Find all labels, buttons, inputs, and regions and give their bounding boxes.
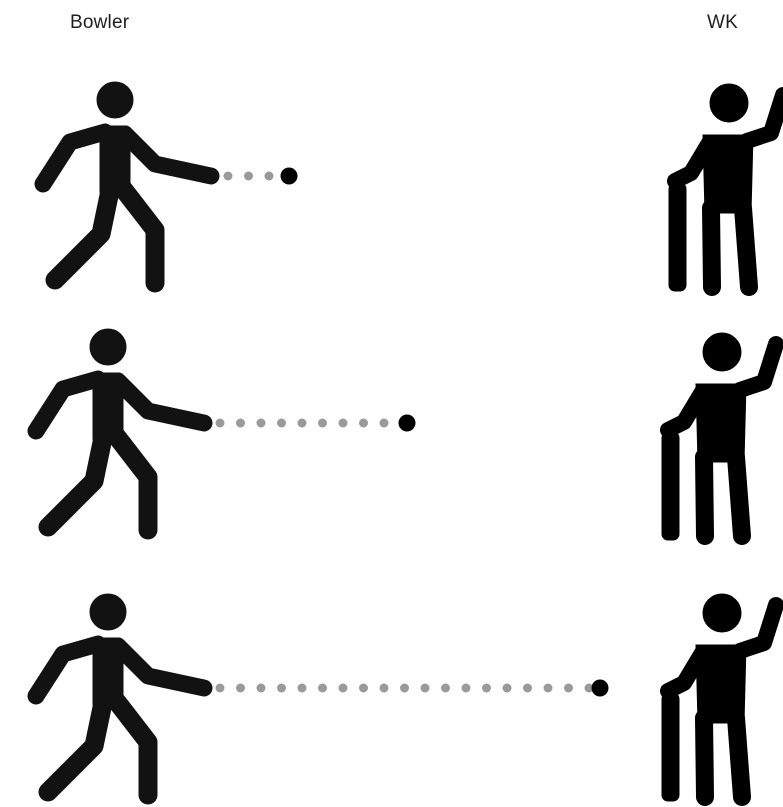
trail-dot: [215, 418, 225, 428]
bowler-icon: [43, 82, 211, 283]
trail-dot: [318, 418, 327, 428]
trail-dot: [277, 683, 286, 693]
trail-dot: [420, 683, 430, 693]
delivery-row-short-delivery: [43, 82, 783, 291]
trail-dot: [215, 683, 225, 693]
trail-dot: [379, 683, 389, 693]
wicketkeeper-icon: [662, 594, 776, 801]
trail-dot: [543, 683, 553, 693]
trail-dot: [264, 171, 274, 181]
bowler-icon: [36, 329, 204, 530]
trail-dot: [236, 683, 245, 693]
trail-dot: [256, 418, 266, 428]
trail-dot: [318, 683, 327, 693]
trail-dot: [338, 683, 348, 693]
trail-dot: [297, 683, 307, 693]
trail-dot: [256, 683, 266, 693]
trail-dot: [379, 418, 389, 428]
wicketkeeper-label: WK: [707, 12, 739, 33]
trail-dot: [359, 683, 368, 693]
bowler-icon: [36, 594, 204, 795]
trail-dot: [584, 683, 594, 693]
trail-dot: [223, 171, 233, 181]
delivery-row-medium-delivery: [36, 329, 776, 540]
trail-dot: [400, 683, 409, 693]
trail-dot: [482, 683, 491, 693]
delivery-row-long-delivery: [36, 594, 776, 801]
trail-dot: [236, 418, 245, 428]
ball-icon: [591, 679, 609, 697]
trail-dot: [359, 418, 368, 428]
wicketkeeper-icon: [662, 333, 776, 540]
trail-dot: [564, 683, 573, 693]
bowler-label: Bowler: [70, 12, 130, 33]
rows-layer: [36, 82, 783, 801]
trail-dot: [461, 683, 471, 693]
trail-dot: [502, 683, 512, 693]
ball-icon: [398, 414, 416, 432]
trail-dot: [523, 683, 532, 693]
trail-dot: [277, 418, 286, 428]
trail-dot: [297, 418, 307, 428]
trail-dot: [441, 683, 450, 693]
ball-icon: [280, 167, 298, 185]
trail-dot: [244, 171, 253, 181]
trail-dot: [338, 418, 348, 428]
wicketkeeper-icon: [669, 84, 783, 291]
